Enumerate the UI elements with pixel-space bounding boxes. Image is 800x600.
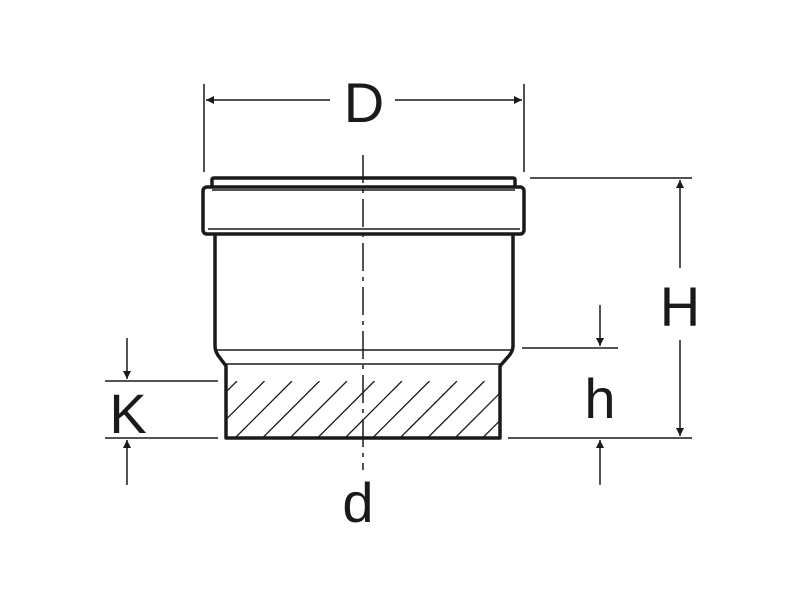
detail-lines bbox=[208, 189, 520, 365]
dimension-H bbox=[508, 177, 692, 439]
hatch-line bbox=[317, 381, 375, 438]
dimension-D bbox=[203, 84, 525, 172]
hatch-line bbox=[262, 381, 320, 438]
label-d: d bbox=[342, 471, 373, 534]
hatch-line bbox=[399, 381, 458, 438]
dimension-K bbox=[105, 338, 218, 485]
dimension-h bbox=[522, 305, 618, 485]
label-H: H bbox=[660, 275, 700, 338]
hatch-line bbox=[344, 381, 403, 438]
hatch-line bbox=[372, 381, 430, 438]
hatch-line bbox=[234, 381, 293, 438]
hatch-line bbox=[482, 419, 500, 438]
label-D: D bbox=[344, 71, 384, 134]
hatch-line bbox=[226, 381, 238, 393]
hatching bbox=[226, 381, 567, 438]
hatch-line bbox=[289, 381, 348, 438]
label-K: K bbox=[109, 382, 146, 445]
label-h: h bbox=[584, 367, 615, 430]
hatch-line bbox=[427, 381, 485, 438]
hatch-line bbox=[454, 392, 500, 438]
hatch-line bbox=[510, 381, 567, 438]
hatch-line bbox=[226, 381, 265, 421]
